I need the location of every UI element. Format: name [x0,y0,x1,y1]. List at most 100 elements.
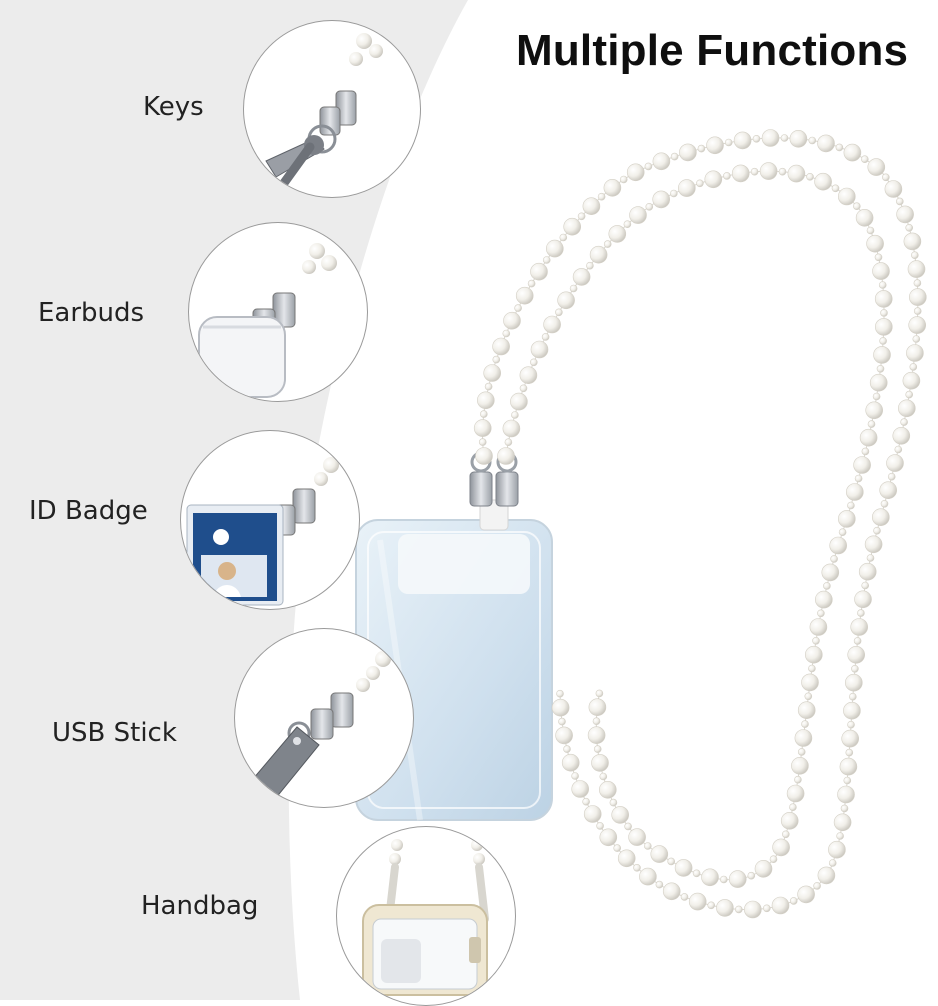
pearl-bead [847,501,855,510]
pearl-bead [680,893,689,901]
usb-stick-icon [252,651,391,800]
pearl-bead [874,253,883,262]
pearl-bead [821,563,840,582]
pearl-bead [692,869,701,878]
pearl-bead [650,845,669,863]
pearl-strand [505,170,885,881]
pearl-bead [828,840,846,859]
pearl-bead [743,900,762,919]
id-badge-icon [186,457,339,606]
pearl-bead [759,162,778,180]
pearl-bead [855,209,874,227]
pearl-bead [593,745,602,753]
pearl-bead [555,308,563,317]
pearl-bead [599,772,608,781]
pearl-bead [817,609,825,618]
pearl-bead [667,857,676,866]
pearl-bead [907,260,926,278]
pearl-bead [527,279,536,288]
pearl-bead [880,499,889,508]
pearl-bead [624,822,632,831]
pearl-bead [884,180,903,198]
pearl-bead [617,849,636,868]
pearl-bead [781,830,790,839]
pearl-bead [908,288,927,306]
pearl-bead [854,590,872,609]
pearl-bead [833,813,852,832]
pearl-bead [762,904,771,913]
pearl-bead [843,701,861,720]
pearl-bead [871,508,890,527]
pearl-bead [603,179,622,197]
pearl-bead [592,717,601,726]
pearl-bead [912,335,921,343]
keys-icon [265,33,383,188]
pearl-bead [806,173,814,181]
pearl-bead [677,179,696,197]
pearl-bead [896,205,914,224]
label-usb-stick: USB Stick [52,718,177,748]
pearl-bead [629,206,647,224]
pearl-bead [873,346,891,364]
pearl-bead [892,426,911,445]
pearl-bead [804,692,813,701]
pearl-bead [867,158,886,176]
pearl-bead [872,262,890,280]
pearl-bead [529,358,538,367]
pearl-bead [789,130,808,148]
pearl-bead [844,673,863,692]
pearl-bead [853,637,862,645]
pearl-bead [645,203,654,211]
pearl-bead [900,418,908,426]
label-id-badge: ID Badge [29,496,148,526]
pearl-bead [866,226,875,235]
pearl-bead [701,868,719,887]
pearl-bead [794,729,813,747]
pearl-bead [823,582,831,590]
pearl-bead [628,828,646,846]
pearl-bead [778,167,787,176]
pearl-bead [652,190,671,209]
pearl-bead [835,143,844,152]
pearl-bead [771,896,790,915]
pearl-bead [837,785,855,804]
pearl-bead [476,391,495,410]
pearl-bead [652,152,671,171]
pearl-bead [814,172,832,191]
pearl-bead [558,717,566,726]
pearl-bead [867,420,876,428]
pearl-bead [761,129,780,147]
pearl-bead [519,366,538,385]
pearl-bead [752,135,761,143]
pearl-bead [817,866,836,885]
pearl-bead [797,885,815,904]
pearl-bead [847,720,855,729]
pearl-bead [861,581,870,590]
pearl-bead [688,892,707,911]
pearl-bead [473,419,492,437]
handbag-photo [336,826,516,1006]
pearl-bead [808,664,816,673]
pearl-bead [847,645,866,664]
pearl-bead [905,224,914,232]
pearl-bead [619,175,628,184]
pearl-bead [502,419,521,438]
pearl-bead [530,262,548,281]
label-keys: Keys [143,92,204,122]
pearl-bead [880,309,888,317]
pearl-bead [794,775,802,784]
pearl-bead [569,284,578,293]
pearl-bead [814,590,833,609]
pearl-bead [750,167,759,176]
pearl-bead [850,618,869,636]
pearl-bead [845,748,854,757]
pearl-bead [679,143,697,162]
pearl-bead [662,882,681,901]
pearl-bead [886,454,904,472]
pearl-bead [843,776,852,785]
pearl-bead [791,756,809,775]
pearl-bead [707,901,716,910]
pearl-bead [595,689,604,698]
pearl-bead [734,905,743,914]
handbag-icon [362,839,489,996]
